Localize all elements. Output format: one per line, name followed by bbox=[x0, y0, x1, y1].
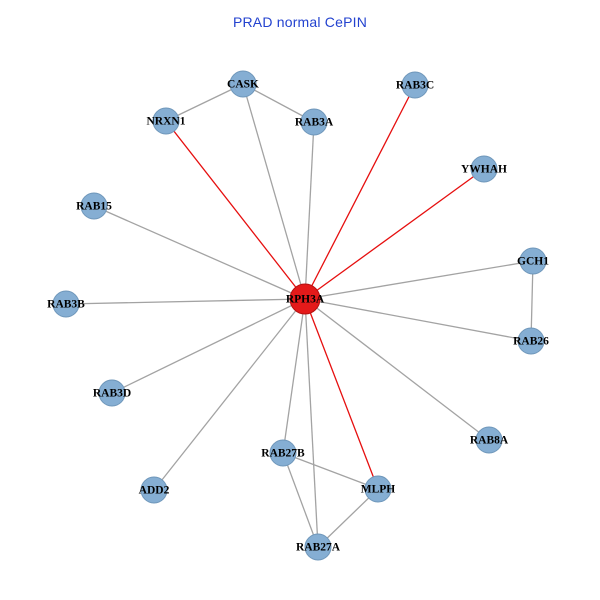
node-RAB3D bbox=[98, 379, 126, 407]
node-GCH1 bbox=[519, 247, 547, 275]
node-YWHAH bbox=[470, 155, 498, 183]
edge-RAB27B-MLPH bbox=[282, 452, 379, 490]
node-ADD2 bbox=[140, 476, 168, 504]
edge-RPH3A-CASK bbox=[242, 83, 306, 300]
edge-RPH3A-RAB3D bbox=[111, 298, 306, 394]
node-NRXN1 bbox=[152, 107, 180, 135]
node-CASK bbox=[229, 70, 257, 98]
node-RAB3C bbox=[401, 71, 429, 99]
node-RAB8A bbox=[475, 426, 503, 454]
edge-RPH3A-RAB3B bbox=[65, 298, 306, 305]
node-RAB3A bbox=[300, 108, 328, 136]
node-RAB27A bbox=[304, 533, 332, 561]
edge-RPH3A-YWHAH bbox=[304, 168, 485, 300]
edge-layer bbox=[65, 83, 534, 548]
edge-RPH3A-ADD2 bbox=[153, 298, 306, 491]
node-RAB15 bbox=[80, 192, 108, 220]
node-RAB26 bbox=[517, 327, 545, 355]
edge-CASK-NRXN1 bbox=[165, 83, 244, 122]
node-RAB27B bbox=[269, 439, 297, 467]
node-layer bbox=[52, 70, 547, 561]
node-RPH3A bbox=[289, 283, 321, 315]
edge-RPH3A-RAB15 bbox=[93, 205, 306, 300]
node-RAB3B bbox=[52, 290, 80, 318]
edge-RPH3A-RAB3A bbox=[304, 121, 315, 300]
edge-RPH3A-MLPH bbox=[304, 298, 379, 490]
node-MLPH bbox=[364, 475, 392, 503]
edge-RAB27B-RAB27A bbox=[282, 452, 319, 548]
edge-RPH3A-RAB26 bbox=[304, 298, 532, 342]
edge-RPH3A-RAB3C bbox=[304, 84, 416, 300]
edge-RPH3A-RAB27A bbox=[304, 298, 319, 548]
edge-RPH3A-RAB27B bbox=[282, 298, 306, 454]
edge-RPH3A-RAB8A bbox=[304, 298, 490, 441]
edge-MLPH-RAB27A bbox=[317, 488, 379, 548]
edge-RPH3A-NRXN1 bbox=[165, 120, 306, 300]
plot-title: PRAD normal CePIN bbox=[232, 14, 368, 30]
edge-RPH3A-GCH1 bbox=[304, 260, 534, 300]
